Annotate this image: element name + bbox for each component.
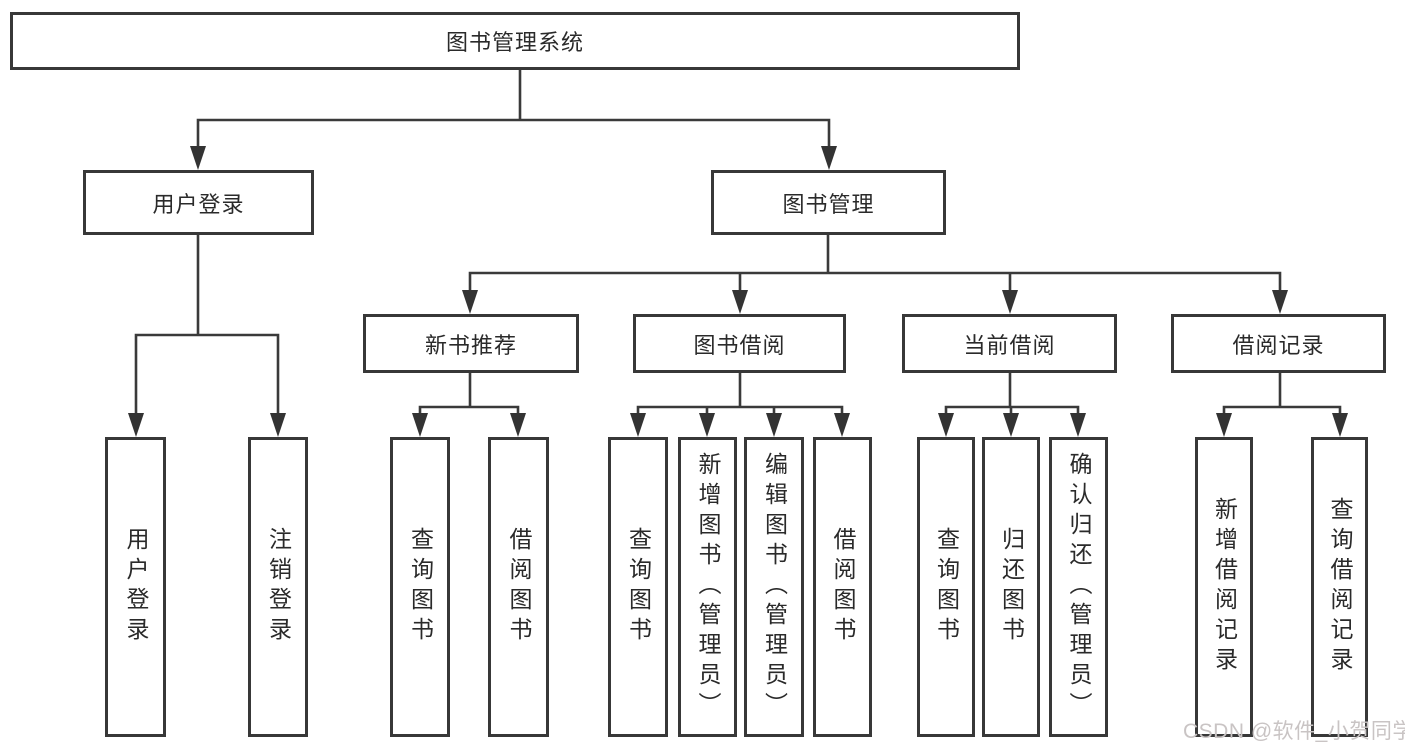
node-label: 图书管理系统 <box>445 30 584 55</box>
arrowhead <box>834 413 850 437</box>
leaf-query-books-recommend: 查询图书 <box>390 437 450 737</box>
node-label: 用户登录 <box>123 527 149 647</box>
node-label: 借阅图书 <box>506 527 532 647</box>
node-label: 编辑图书（管理员） <box>761 452 788 722</box>
arrowhead <box>732 290 748 314</box>
leaf-query-books-current: 查询图书 <box>917 437 975 737</box>
arrowhead <box>510 413 526 437</box>
node-label: 当前借阅 <box>963 332 1056 358</box>
leaf-edit-book-admin: 编辑图书（管理员） <box>744 437 804 737</box>
leaf-borrow-books-borrowing: 借阅图书 <box>813 437 872 737</box>
node-label: 查询借阅记录 <box>1327 497 1353 677</box>
node-label: 归还图书 <box>998 527 1025 647</box>
arrowhead <box>462 290 478 314</box>
leaf-logout: 注销登录 <box>248 437 308 737</box>
leaf-user-login: 用户登录 <box>105 437 166 737</box>
node-label: 查询图书 <box>407 527 434 647</box>
node-label: 新书推荐 <box>424 332 517 358</box>
node-label: 确认归还（管理员） <box>1066 452 1092 722</box>
arrowhead <box>1216 413 1232 437</box>
leaf-add-book-admin: 新增图书（管理员） <box>678 437 737 737</box>
node-label: 借阅图书 <box>830 527 856 647</box>
node-book-management: 图书管理 <box>711 170 946 235</box>
node-label: 图书管理 <box>782 191 875 217</box>
node-borrowing-records: 借阅记录 <box>1171 314 1386 373</box>
arrowhead <box>190 146 206 170</box>
node-label: 注销登录 <box>265 527 292 647</box>
leaf-borrow-books-recommend: 借阅图书 <box>488 437 549 737</box>
arrowhead <box>412 413 428 437</box>
node-current-borrowing: 当前借阅 <box>902 314 1117 373</box>
leaf-query-books-borrowing: 查询图书 <box>608 437 668 737</box>
node-label: 用户登录 <box>152 191 245 217</box>
node-label: 查询图书 <box>933 527 960 647</box>
node-label: 图书借阅 <box>693 332 786 358</box>
node-new-book-recommendation: 新书推荐 <box>363 314 579 373</box>
node-label: 新增借阅记录 <box>1211 497 1238 677</box>
node-user-login: 用户登录 <box>83 170 314 235</box>
leaf-return-books: 归还图书 <box>982 437 1040 737</box>
arrowhead <box>821 146 837 170</box>
arrowhead <box>699 413 715 437</box>
arrowhead <box>1003 413 1019 437</box>
arrowhead <box>1272 290 1288 314</box>
arrowhead <box>1332 413 1348 437</box>
leaf-add-borrow-record: 新增借阅记录 <box>1195 437 1253 737</box>
arrowhead <box>630 413 646 437</box>
arrowhead <box>270 413 286 437</box>
arrowhead <box>766 413 782 437</box>
node-library-management-system: 图书管理系统 <box>10 12 1020 70</box>
arrowhead <box>1002 290 1018 314</box>
node-label: 借阅记录 <box>1232 332 1325 358</box>
arrowhead <box>128 413 144 437</box>
leaf-query-borrow-record: 查询借阅记录 <box>1311 437 1368 737</box>
csdn-watermark: CSDN @软件_小贺同学 <box>1183 720 1405 743</box>
leaf-confirm-return-admin: 确认归还（管理员） <box>1049 437 1108 737</box>
arrowhead <box>938 413 954 437</box>
node-book-borrowing: 图书借阅 <box>633 314 846 373</box>
node-label: 查询图书 <box>625 527 652 647</box>
node-label: 新增图书（管理员） <box>695 452 721 722</box>
arrowhead <box>1070 413 1086 437</box>
